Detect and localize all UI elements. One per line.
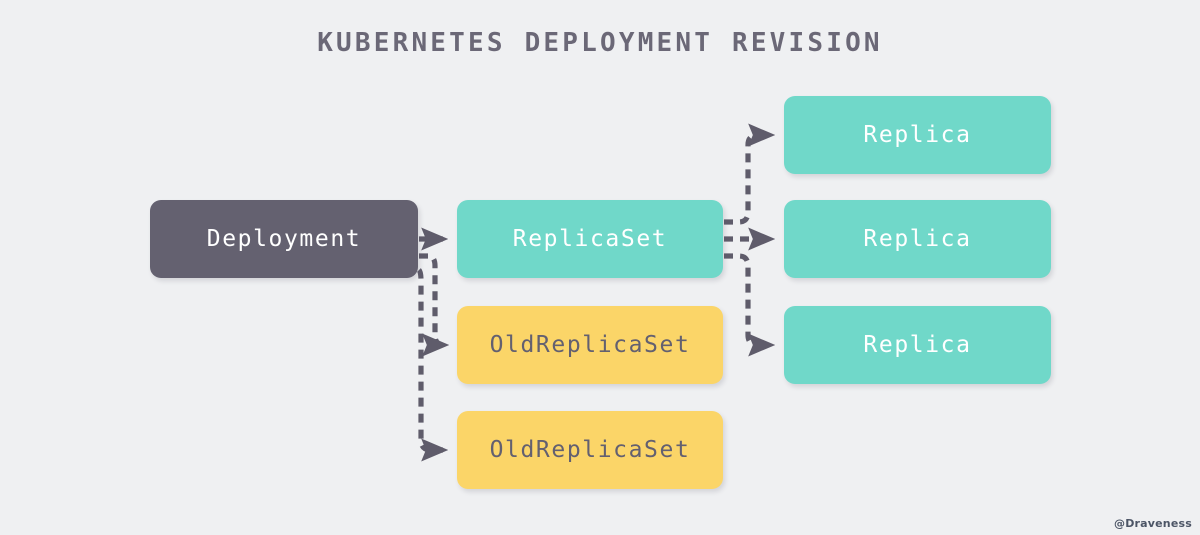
node-old-replicaset-1[interactable]: OldReplicaSet	[457, 306, 723, 384]
node-replicaset[interactable]: ReplicaSet	[457, 200, 723, 278]
page-title: KUBERNETES DEPLOYMENT REVISION	[317, 28, 883, 58]
node-replicaset-label: ReplicaSet	[512, 226, 668, 252]
node-old-replicaset-1-label: OldReplicaSet	[489, 332, 691, 358]
node-old-replicaset-2-label: OldReplicaSet	[489, 437, 691, 463]
node-replica-3[interactable]: Replica	[784, 306, 1051, 384]
node-replica-1[interactable]: Replica	[784, 96, 1051, 174]
edge-deployment-to-oldreplicaset-2	[416, 268, 449, 462]
node-replica-1-label: Replica	[863, 122, 972, 148]
node-deployment[interactable]: Deployment	[150, 200, 418, 278]
node-old-replicaset-2[interactable]: OldReplicaSet	[457, 411, 723, 489]
node-replica-3-label: Replica	[863, 332, 972, 358]
node-deployment-label: Deployment	[206, 226, 362, 252]
edge-deployment-to-oldreplicaset-1	[419, 253, 450, 357]
edge-replicaset-to-replica-3	[724, 253, 776, 357]
node-replica-2-label: Replica	[863, 226, 972, 252]
watermark: @Draveness	[1114, 517, 1192, 530]
node-replica-2[interactable]: Replica	[784, 200, 1051, 278]
edge-replicaset-to-replica-1	[724, 123, 776, 225]
